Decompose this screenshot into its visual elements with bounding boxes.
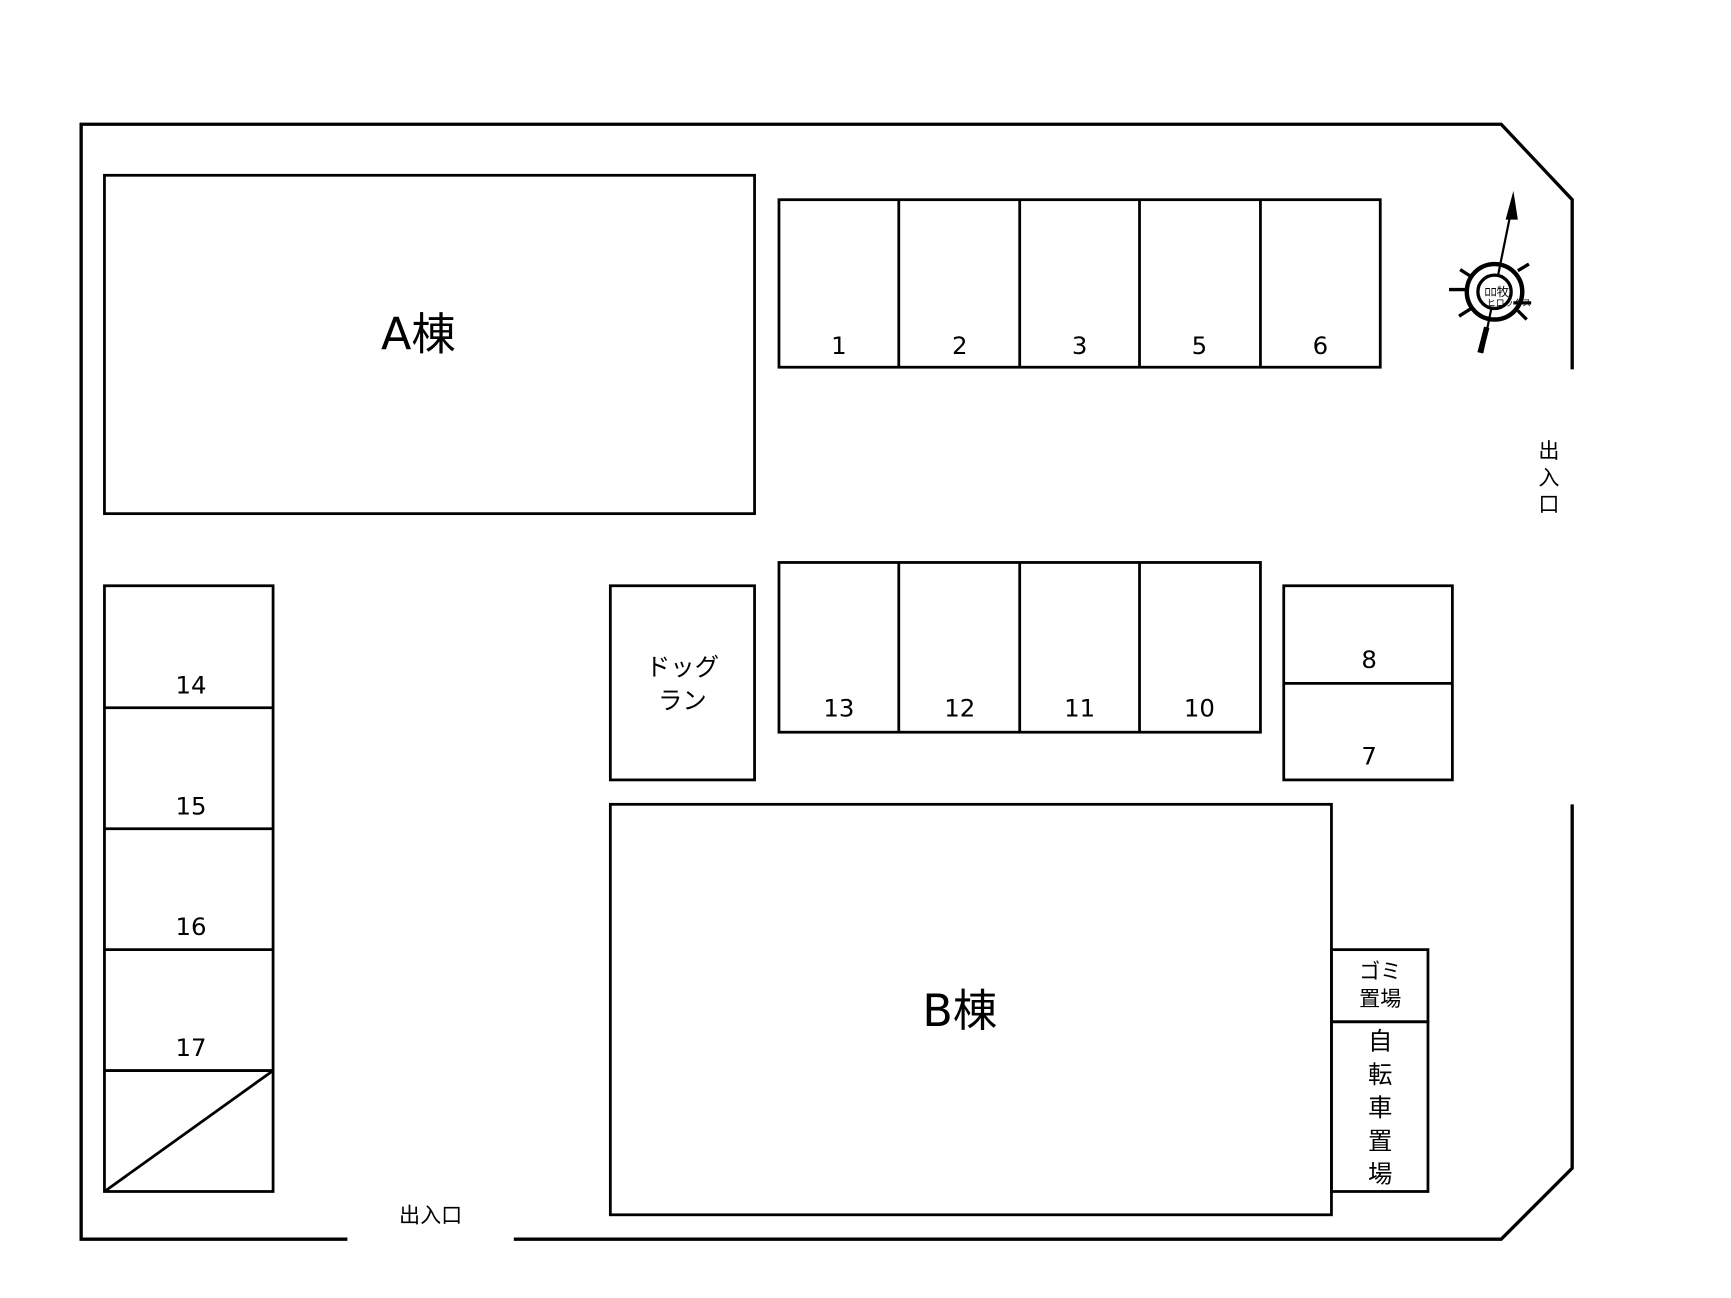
garbage-label: 置場 <box>1359 986 1401 1011</box>
bicycle-label-char: 転 <box>1368 1060 1392 1089</box>
parking-space-15: 15 <box>175 791 206 820</box>
entrance-char: 出 <box>1538 438 1559 463</box>
compass-north-arrow-icon: ﾛﾛ牧 ヒロックス <box>1449 190 1532 354</box>
bicycle-label-char: 自 <box>1368 1026 1392 1055</box>
garbage-label: ゴミ <box>1359 958 1401 983</box>
dog-run: ドッグ ラン <box>608 584 756 782</box>
parking-row-middle: 13 12 11 10 <box>777 561 1262 734</box>
entrance-right: 出 入 口 <box>1538 438 1559 516</box>
compass-mark: ﾛﾛ牧 <box>1485 285 1509 299</box>
parking-column-left: 14 15 16 17 <box>103 584 275 1193</box>
building-a-label: A棟 <box>381 309 456 360</box>
parking-space-6: 6 <box>1313 331 1329 360</box>
dog-run-label: ドッグ <box>646 653 719 682</box>
parking-space-11: 11 <box>1064 694 1095 723</box>
parking-space-16: 16 <box>175 912 206 941</box>
garbage-area: ゴミ 置場 <box>1330 948 1430 1024</box>
parking-space-7: 7 <box>1361 741 1377 770</box>
parking-space-5: 5 <box>1192 331 1208 360</box>
building-b-label: B棟 <box>922 986 997 1037</box>
bicycle-parking: 自 転 車 置 場 <box>1330 1020 1430 1193</box>
parking-space-1: 1 <box>831 331 847 360</box>
entrance-bottom: 出入口 <box>399 1203 462 1228</box>
entrance-char: 口 <box>1538 491 1559 516</box>
bicycle-label-char: 置 <box>1368 1126 1392 1155</box>
parking-space-2: 2 <box>952 331 968 360</box>
parking-row-top: 1 2 3 5 6 <box>777 198 1382 369</box>
parking-space-12: 12 <box>944 694 975 723</box>
parking-space-3: 3 <box>1072 331 1088 360</box>
site-boundary <box>79 122 1574 1241</box>
parking-space-17: 17 <box>175 1033 206 1062</box>
building-a: A棟 <box>103 173 756 516</box>
bicycle-label-char: 車 <box>1368 1093 1392 1122</box>
building-b: B棟 <box>608 802 1333 1217</box>
parking-space-13: 13 <box>823 694 854 723</box>
parking-space-10: 10 <box>1184 694 1215 723</box>
bicycle-label-char: 場 <box>1368 1160 1392 1189</box>
site-boundary-lower <box>513 804 1574 1241</box>
parking-right: 8 7 <box>1282 584 1454 782</box>
parking-space-8: 8 <box>1361 645 1377 674</box>
parking-space-14: 14 <box>175 670 206 699</box>
entrance-char: 入 <box>1538 465 1559 490</box>
compass-logo-text: ヒロックス <box>1487 298 1531 309</box>
dog-run-label: ラン <box>658 686 707 715</box>
